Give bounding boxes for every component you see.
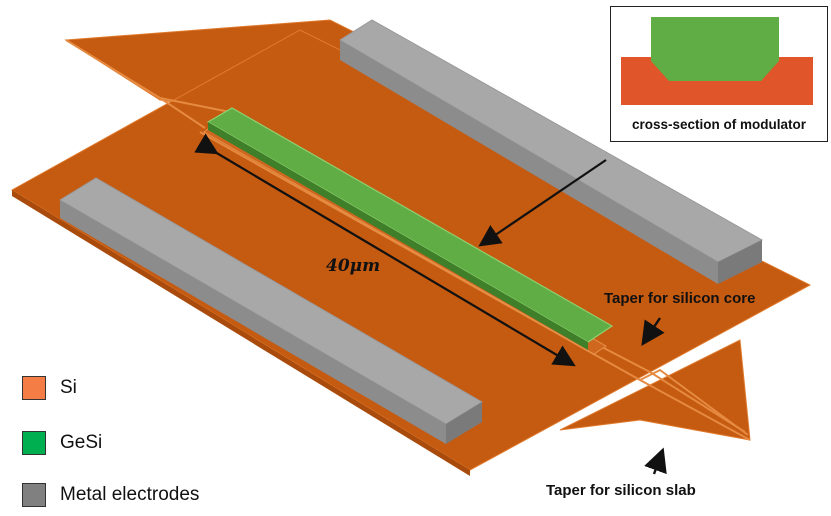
legend-item-metal: Metal electrodes <box>22 483 199 507</box>
cross-section-drawing <box>621 17 813 105</box>
length-label: 40μm <box>326 256 381 276</box>
length-arrow <box>194 133 576 367</box>
legend-item-gesi: GeSi <box>22 431 102 455</box>
inset-caption: cross-section of modulator <box>631 117 807 132</box>
cross-section-inset: cross-section of modulator <box>610 6 828 142</box>
taper-slab-label: Taper for silicon slab <box>546 482 696 499</box>
legend-swatch-gesi <box>22 431 46 455</box>
legend-label-metal: Metal electrodes <box>60 484 200 505</box>
taper-slab-arrow <box>644 447 667 475</box>
legend-swatch-si <box>22 376 46 400</box>
legend-item-si: Si <box>22 376 77 400</box>
taper-core-arrow <box>641 317 665 346</box>
legend-label-si: Si <box>60 377 77 398</box>
metal-electrode-top-side <box>718 240 762 284</box>
cross-section-gesi <box>651 17 779 81</box>
taper-core-label: Taper for silicon core <box>604 290 756 307</box>
inset-pointer-arrow <box>478 159 607 247</box>
legend-swatch-metal <box>22 483 46 507</box>
metal-electrode-bottom-side <box>446 402 482 444</box>
legend-label-gesi: GeSi <box>60 432 103 453</box>
